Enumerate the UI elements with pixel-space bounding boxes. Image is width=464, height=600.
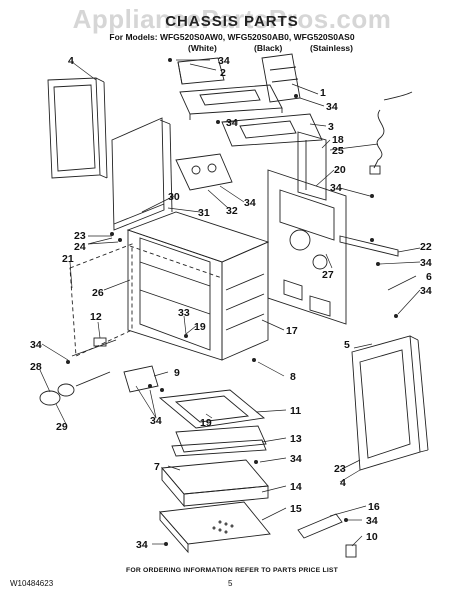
valve-manifold xyxy=(175,153,233,191)
callout-34-b: 34 xyxy=(226,117,238,129)
callout-32: 32 xyxy=(226,205,238,217)
callout-7: 7 xyxy=(154,461,160,473)
callout-2: 2 xyxy=(220,67,226,79)
oven-valve xyxy=(123,365,159,393)
side-insulation-panel xyxy=(111,117,173,231)
callout-labels: 4 34 2 1 34 34 3 18 25 20 34 30 31 32 34… xyxy=(30,55,432,551)
callout-34-g: 34 xyxy=(30,339,42,351)
callout-33: 33 xyxy=(178,307,190,319)
top-bracket xyxy=(261,53,301,103)
rear-shield xyxy=(297,131,327,201)
callout-4-right: 4 xyxy=(340,477,346,489)
callout-30: 30 xyxy=(168,191,180,203)
callout-15: 15 xyxy=(290,503,302,515)
callout-6: 6 xyxy=(426,271,432,283)
callout-34-j: 34 xyxy=(366,515,378,527)
callout-34-top: 34 xyxy=(218,55,230,67)
callout-20: 20 xyxy=(334,164,346,176)
callout-34-c: 34 xyxy=(330,182,342,194)
callout-34-d: 34 xyxy=(244,197,256,209)
callout-21: 21 xyxy=(62,253,74,265)
oven-cavity xyxy=(126,211,270,361)
callout-3: 3 xyxy=(328,121,334,133)
callout-29: 29 xyxy=(56,421,68,433)
left-side-panel xyxy=(47,77,108,179)
callout-17: 17 xyxy=(286,325,298,337)
broiler-pan xyxy=(171,425,267,457)
callout-34-a: 34 xyxy=(326,101,338,113)
callout-31: 31 xyxy=(198,207,210,219)
callout-34-e: 34 xyxy=(420,257,432,269)
drawer-assembly xyxy=(161,459,269,508)
leveling-bracket xyxy=(339,235,399,257)
oven-burner xyxy=(158,389,266,429)
callout-1: 1 xyxy=(320,87,326,99)
callout-5: 5 xyxy=(344,339,350,351)
diagram-title: CHASSIS PARTS xyxy=(165,13,299,30)
callout-14: 14 xyxy=(290,481,302,493)
door-switch xyxy=(297,513,343,539)
callout-34-h: 34 xyxy=(150,415,162,427)
callout-9: 9 xyxy=(174,367,180,379)
callout-16: 16 xyxy=(368,501,380,513)
insulation-blanket-outline xyxy=(69,243,223,357)
leveling-leg xyxy=(345,544,357,558)
callout-13: 13 xyxy=(290,433,302,445)
model-list: For Models: WFG520S0AW0, WFG520S0AB0, WF… xyxy=(109,32,355,42)
callout-26: 26 xyxy=(92,287,104,299)
callout-19-upper: 19 xyxy=(194,321,206,333)
callout-23-right: 23 xyxy=(334,463,346,475)
callout-4-left: 4 xyxy=(68,55,74,67)
callout-8: 8 xyxy=(290,371,296,383)
callout-22: 22 xyxy=(420,241,432,253)
variant-stainless: (Stainless) xyxy=(310,43,353,53)
callout-24: 24 xyxy=(74,241,86,253)
callout-18: 18 xyxy=(332,134,344,146)
document-number: W10484623 xyxy=(10,579,54,588)
cooktop-burner-assemblies xyxy=(177,57,323,147)
callout-34-f: 34 xyxy=(420,285,432,297)
callout-11: 11 xyxy=(290,405,301,417)
callout-19-lower: 19 xyxy=(200,417,212,429)
page-number: 5 xyxy=(228,579,233,588)
leader-lines xyxy=(39,59,421,547)
drawer-bottom xyxy=(159,501,271,554)
watermark: AppliancePartsPros.com xyxy=(72,4,392,34)
variant-white: (White) xyxy=(188,43,217,53)
variant-black: (Black) xyxy=(254,43,283,53)
screws xyxy=(66,58,398,546)
callout-25: 25 xyxy=(332,145,344,157)
callout-10: 10 xyxy=(366,531,378,543)
callout-12: 12 xyxy=(90,311,102,323)
ordering-note: FOR ORDERING INFORMATION REFER TO PARTS … xyxy=(125,567,339,574)
callout-34-i: 34 xyxy=(290,453,302,465)
callout-34-k: 34 xyxy=(136,539,148,551)
bake-burner-tube xyxy=(39,371,111,406)
callout-23-left: 23 xyxy=(74,230,86,242)
right-side-panel xyxy=(351,335,429,471)
power-cord xyxy=(369,91,413,175)
callout-28: 28 xyxy=(30,361,42,373)
callout-27: 27 xyxy=(322,269,334,281)
